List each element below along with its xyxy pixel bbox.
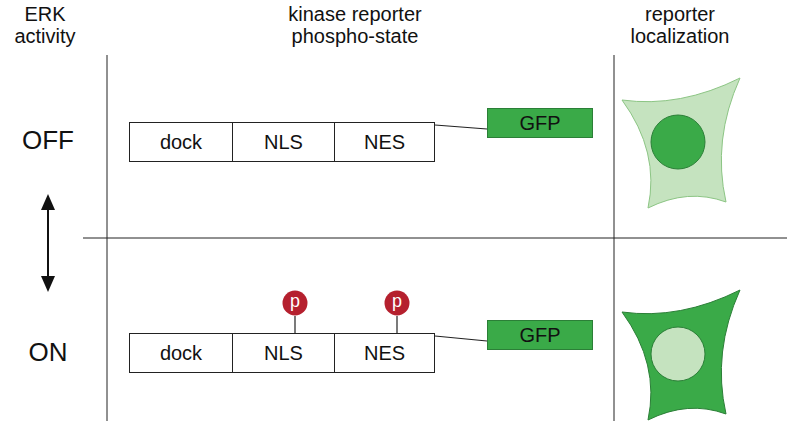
dock-segment: dock: [129, 333, 233, 373]
state-label: ON: [8, 338, 88, 366]
phospho-stem: [294, 316, 295, 333]
phospho-disc: [385, 291, 410, 316]
phospho-disc: [283, 291, 308, 316]
node-text: NES: [364, 131, 405, 153]
node-text: GFP: [519, 112, 560, 134]
node-text: dock: [160, 342, 202, 364]
nls-segment: NLS: [232, 333, 335, 373]
node-text: NLS: [264, 342, 303, 364]
column-header: kinase reporter phospho-state: [265, 3, 445, 47]
column-header: ERK activity: [3, 3, 87, 47]
phospho-stem: [396, 316, 397, 333]
linker-line: [435, 125, 487, 129]
node-text: GFP: [519, 324, 560, 346]
nes-segment: NES: [334, 122, 435, 162]
gfp-tag: GFP: [487, 108, 593, 138]
linker-line: [435, 336, 487, 341]
node-text: NES: [364, 342, 405, 364]
row-divider: [83, 238, 787, 239]
node-text: p: [392, 292, 402, 312]
nes-segment: NES: [334, 333, 435, 373]
phospho-mark: p: [282, 290, 308, 316]
phospho-mark: p: [384, 290, 410, 316]
cell-on: [622, 290, 740, 420]
node-text: dock: [160, 131, 202, 153]
node-text: p: [290, 292, 300, 312]
nls-segment: NLS: [232, 122, 335, 162]
dock-segment: dock: [129, 122, 233, 162]
state-label: OFF: [8, 126, 88, 154]
column-header: reporter localization: [613, 3, 747, 47]
double-arrow: [41, 194, 55, 292]
cell-off: [622, 78, 740, 208]
gfp-tag: GFP: [487, 320, 593, 350]
node-text: NLS: [264, 131, 303, 153]
